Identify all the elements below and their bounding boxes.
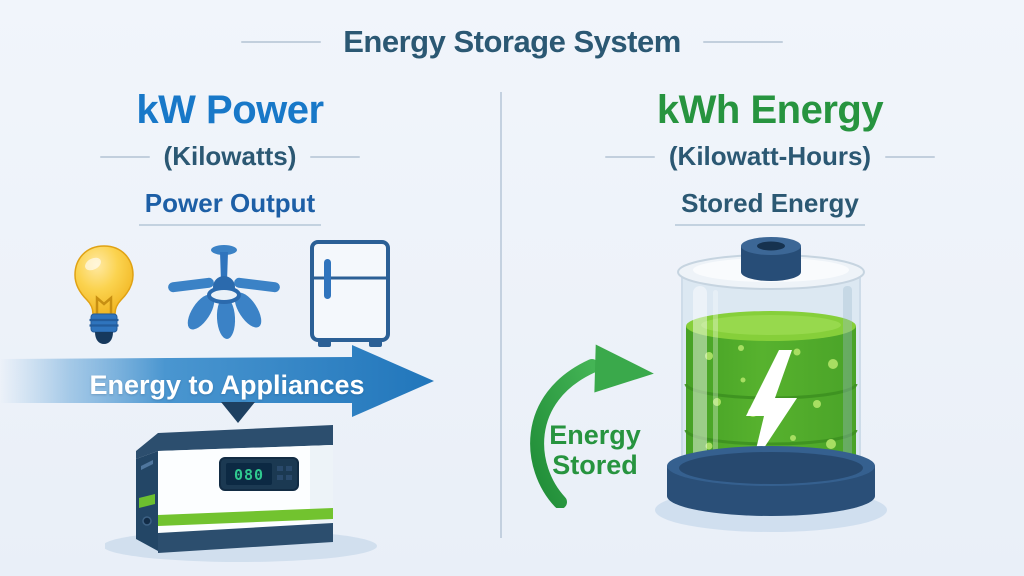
kw-subheading-row: (Kilowatts) bbox=[0, 141, 460, 172]
kw-column-header: kW Power (Kilowatts) Power Output bbox=[0, 88, 460, 226]
lightbulb-icon bbox=[74, 245, 134, 344]
station-display: 080 bbox=[219, 457, 299, 491]
power-output-label: Power Output bbox=[138, 188, 322, 226]
kwh-subheading: (Kilowatt-Hours) bbox=[668, 141, 872, 171]
energy-stored-label: Energy Stored bbox=[535, 420, 655, 480]
kw-heading: kW Power bbox=[136, 88, 324, 132]
energy-stored-line2: Stored bbox=[552, 450, 638, 481]
battery-cap bbox=[741, 237, 801, 281]
battery-base bbox=[667, 446, 875, 516]
kw-subheading: (Kilowatts) bbox=[163, 141, 297, 171]
title-rule-right bbox=[702, 41, 783, 43]
kwh-rule-right bbox=[885, 155, 936, 158]
kw-rule-left bbox=[99, 155, 150, 158]
lightning-bolt-icon bbox=[746, 350, 797, 466]
station-display-value: 080 bbox=[234, 466, 264, 484]
energy-flow-arrow bbox=[0, 345, 434, 417]
kwh-rule-left bbox=[604, 155, 655, 158]
page-title: Energy Storage System bbox=[343, 24, 681, 59]
arrow-pointer-notch bbox=[221, 402, 255, 423]
energy-stored-line1: Energy bbox=[549, 420, 641, 450]
title-row: Energy Storage System bbox=[0, 24, 1024, 60]
kwh-subheading-row: (Kilowatt-Hours) bbox=[540, 141, 1000, 172]
kwh-heading: kWh Energy bbox=[656, 88, 884, 132]
kw-rule-right bbox=[310, 155, 361, 158]
kwh-column-header: kWh Energy (Kilowatt-Hours) Stored Energ… bbox=[540, 88, 1000, 226]
battery-illustration bbox=[655, 237, 887, 532]
refrigerator-icon bbox=[310, 240, 390, 347]
column-divider bbox=[500, 92, 502, 538]
title-rule-left bbox=[241, 41, 322, 43]
stored-energy-label: Stored Energy bbox=[675, 188, 865, 226]
energy-stored-arrow bbox=[530, 344, 654, 508]
power-station-illustration: 080 bbox=[105, 425, 377, 562]
ceiling-fan-icon bbox=[168, 245, 280, 339]
appliance-icon-row bbox=[10, 238, 450, 350]
energy-to-appliances-label: Energy to Appliances bbox=[89, 370, 365, 400]
